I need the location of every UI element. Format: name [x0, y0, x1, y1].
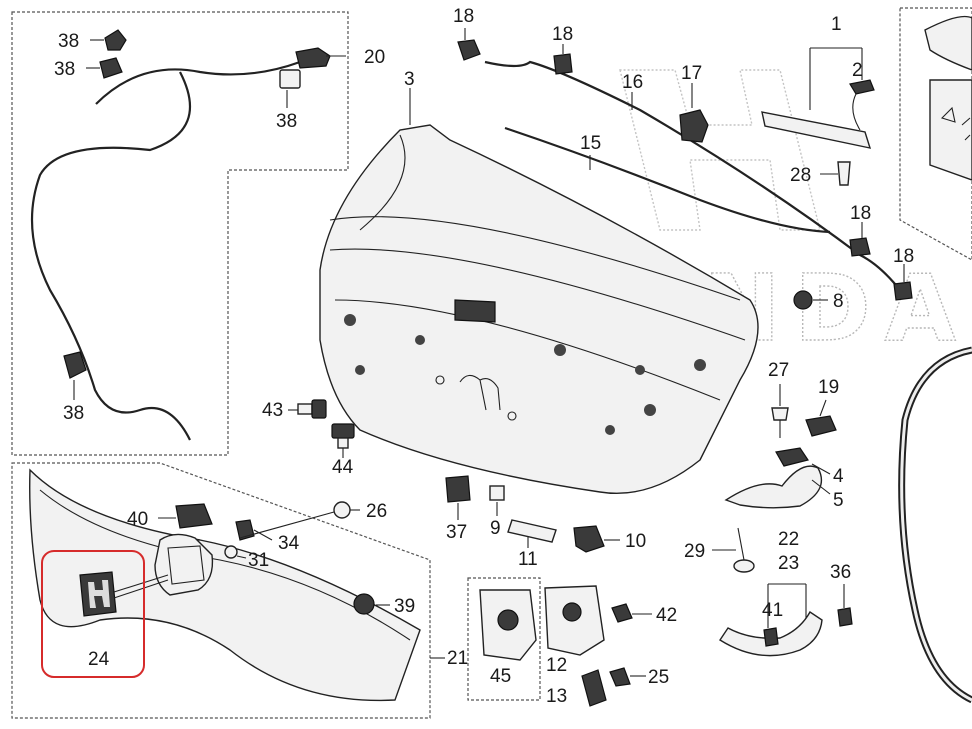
cable-group-box: [11, 11, 349, 456]
label-18b: 18: [552, 24, 573, 45]
trunk-release-cable: [30, 29, 331, 441]
nut-31: [224, 545, 238, 559]
stay-clip-18b: [553, 53, 573, 75]
label-22: 22: [778, 529, 799, 550]
trunk-lid-panel: [319, 124, 759, 495]
nut-39: [353, 593, 375, 615]
label-38a: 38: [58, 31, 79, 52]
callout-labels: 1 2 3 4 5 8 9 10 11 12 13 15 16 17 18 18…: [54, 6, 914, 707]
bolt-42: [611, 603, 633, 623]
label-3: 3: [404, 69, 415, 90]
label-38c: 38: [276, 111, 297, 132]
label-39: 39: [394, 596, 415, 617]
trunk-lid-bumper: [679, 109, 709, 143]
label-40: 40: [127, 509, 148, 530]
part-40: [175, 503, 213, 529]
label-13: 13: [546, 686, 567, 707]
label-19: 19: [818, 377, 839, 398]
stay-clip-18d: [893, 281, 913, 301]
bolt-43: [297, 399, 327, 419]
bolt-29: [733, 527, 755, 573]
label-18c: 18: [850, 203, 871, 224]
label-5: 5: [833, 490, 844, 511]
bolt-25: [609, 667, 631, 687]
label-36: 36: [830, 562, 851, 583]
label-16: 16: [622, 72, 643, 93]
label-20: 20: [364, 47, 385, 68]
label-17: 17: [681, 63, 702, 84]
label-42: 42: [656, 605, 677, 626]
part-9: [489, 485, 505, 501]
trunk-grommet: [793, 290, 813, 310]
label-10: 10: [625, 531, 646, 552]
stay-clip-18c: [849, 237, 871, 257]
label-23: 23: [778, 553, 799, 574]
label-2: 2: [852, 60, 863, 81]
label-4: 4: [833, 466, 844, 487]
label-31: 31: [248, 550, 269, 571]
label-26: 26: [366, 501, 387, 522]
bolt-44: [331, 423, 355, 449]
trunk-torsion-bar-16: [484, 60, 901, 291]
label-1: 1: [831, 14, 842, 35]
part-10: [573, 525, 605, 553]
label-24: 24: [88, 649, 110, 670]
part-37: [445, 475, 471, 503]
label-8: 8: [833, 291, 844, 312]
label-41: 41: [762, 600, 783, 621]
trunk-lid-emblem-holes: [435, 374, 517, 421]
label-18d: 18: [893, 246, 914, 267]
label-34: 34: [278, 533, 300, 554]
light-bracket-assembly: [719, 607, 853, 657]
label-38b: 38: [54, 59, 75, 80]
trunk-lid-garnish: [29, 468, 421, 702]
label-15: 15: [580, 133, 601, 154]
latch-group-box: [467, 577, 541, 701]
label-43: 43: [262, 400, 283, 421]
high-mount-stop-light: [761, 79, 875, 186]
emblem-base-frame: [154, 533, 214, 596]
front-h-emblem: [79, 571, 117, 617]
label-28: 28: [790, 165, 811, 186]
label-37: 37: [446, 522, 467, 543]
rear-group-box: [899, 7, 972, 261]
highlight-box-emblem: [41, 550, 145, 678]
label-9: 9: [490, 518, 501, 539]
nut-26: [333, 501, 351, 519]
label-38d: 38: [63, 403, 84, 424]
trunk-latch-45: [479, 589, 537, 661]
weatherstrip-seal: [898, 346, 972, 704]
label-27: 27: [768, 360, 789, 381]
label-21: 21: [447, 648, 468, 669]
trunk-latch-12: [544, 585, 605, 656]
label-29: 29: [684, 541, 705, 562]
part-11: [507, 519, 557, 543]
label-12: 12: [546, 655, 567, 676]
part-13: [581, 669, 607, 707]
label-44: 44: [332, 457, 354, 478]
label-18a: 18: [453, 6, 474, 27]
trunk-lock-striker-parts: [724, 407, 837, 509]
trunk-torsion-bar-15: [504, 126, 831, 234]
stay-clip-18a: [457, 39, 481, 61]
label-25: 25: [648, 667, 669, 688]
label-11: 11: [518, 549, 538, 570]
rear-panel-part: [924, 15, 972, 181]
label-45: 45: [490, 666, 511, 687]
